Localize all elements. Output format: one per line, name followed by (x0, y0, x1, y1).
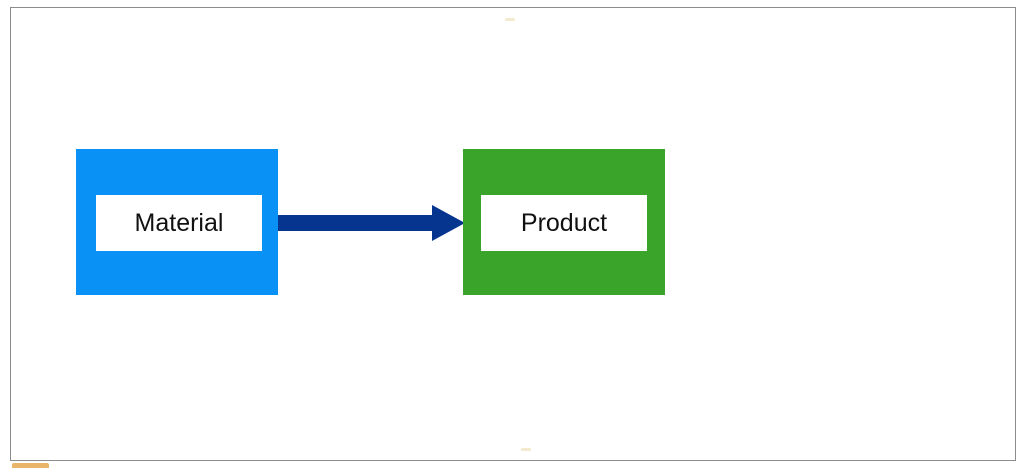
product-label: Product (520, 208, 608, 237)
material-label: Material (134, 208, 224, 237)
flow-arrow (278, 205, 465, 241)
material-node: Material (76, 149, 278, 295)
flow-arrow-shape (278, 205, 465, 241)
product-label-box: Product (481, 195, 647, 251)
corner-tab (12, 463, 49, 468)
product-node: Product (463, 149, 665, 295)
material-label-box: Material (96, 195, 262, 251)
top-marker (505, 18, 515, 21)
bottom-marker (521, 448, 531, 451)
